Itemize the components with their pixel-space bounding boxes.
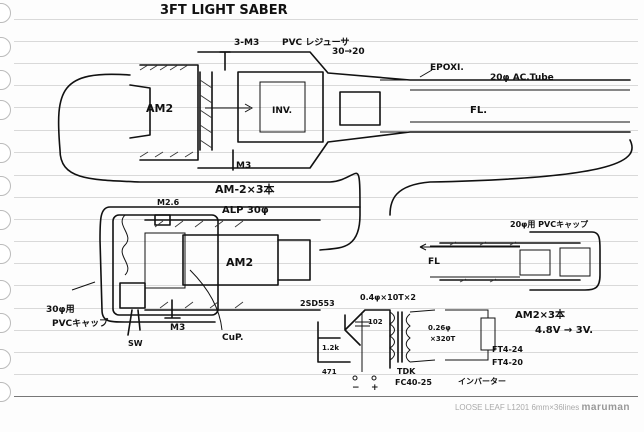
- ruled-line: [14, 263, 638, 264]
- screws-label: 3-M3: [234, 38, 259, 48]
- capacitor2-label: 471: [322, 368, 337, 376]
- tube-label: 20φ AC.Tube: [490, 73, 554, 83]
- secondary-winding-line1: 0.26φ: [428, 324, 451, 332]
- inverter-circuit: 2SD553 0.4φ×10T×2 102 1.2k 471 − + TDK F…: [300, 293, 523, 393]
- ruled-line: [14, 107, 638, 108]
- ruled-line: [14, 219, 638, 220]
- title: 3FT LIGHT SABER: [160, 3, 288, 18]
- plus-terminal-label: +: [371, 383, 379, 393]
- ruled-line: [14, 308, 638, 309]
- ruled-line: [14, 130, 638, 131]
- ruled-line: [14, 19, 638, 20]
- ruled-line: [14, 241, 638, 242]
- notes: AM2×3本 4.8V → 3V.: [515, 308, 593, 336]
- screw-bottom-label: M3: [170, 323, 185, 333]
- bottom-screw-label: M3: [236, 161, 251, 171]
- ruled-line: [14, 374, 638, 375]
- transistor-label: 2SD553: [300, 299, 335, 308]
- core-maker-label: TDK: [397, 367, 416, 376]
- cap-label-line1: 30φ用: [46, 304, 75, 315]
- secondary-winding-line2: ×320T: [430, 335, 455, 343]
- battery-label: AM2: [146, 102, 173, 115]
- inverter-caption: インバーター: [458, 376, 506, 386]
- inverter-label: INV.: [272, 106, 292, 116]
- pipe-label: ALP 30φ: [222, 205, 269, 216]
- tip-cap-label: 20φ用 PVCキャップ: [510, 219, 589, 229]
- reducer-label: PVC レジューサ: [282, 37, 350, 48]
- reducer-size: 30→20: [332, 47, 365, 57]
- ruled-line: [14, 85, 638, 86]
- cap-label-line2: PVCキャップ: [52, 317, 109, 329]
- hilt-assembly: M2.6 ALP 30φ AM2 30φ用 PVCキャップ SW M3 CuP.: [46, 198, 361, 348]
- battery-note: AM2×3本: [515, 308, 566, 321]
- lamp1-label: FT4-24: [492, 345, 523, 354]
- product-label: LOOSE LEAF L1201 6mm×36lines: [454, 403, 580, 412]
- battery-count-label: AM-2×3本: [215, 182, 275, 196]
- capacitor-label: 102: [368, 318, 383, 326]
- battery-label-hilt: AM2: [226, 256, 253, 269]
- lamp-label: FL.: [470, 105, 487, 116]
- tip-assembly: 20φ用 PVCキャップ FL: [419, 219, 601, 291]
- resistor-label: 1.2k: [322, 344, 339, 352]
- voltage-note: 4.8V → 3V.: [535, 325, 593, 336]
- ruled-line: [14, 152, 638, 153]
- bottom-line: [14, 396, 638, 397]
- tip-lamp-label: FL: [428, 257, 440, 267]
- epoxy-label: EPOXI.: [430, 63, 464, 73]
- ruled-line: [14, 197, 638, 198]
- minus-terminal-label: −: [352, 383, 360, 393]
- brand-logo: maruman: [581, 402, 630, 413]
- ruled-line: [14, 41, 638, 42]
- paper-footer: LOOSE LEAF L1201 6mm×36lines maruman: [455, 402, 630, 413]
- screw-top-label: M2.6: [157, 198, 180, 207]
- top-assembly: 3-M3 PVC レジューサ 30→20 EPOXI. 20φ AC.Tube …: [57, 37, 633, 251]
- lamp2-label: FT4-20: [492, 358, 523, 367]
- core-label: FC40-25: [395, 378, 432, 387]
- ruled-line: [14, 285, 638, 286]
- ruled-line: [14, 330, 638, 331]
- ruled-line: [14, 352, 638, 353]
- ruled-line: [14, 175, 638, 176]
- switch-label: SW: [128, 339, 143, 348]
- primary-winding-label: 0.4φ×10T×2: [360, 293, 416, 302]
- contact-label: CuP.: [222, 333, 243, 343]
- ruled-line: [14, 63, 638, 64]
